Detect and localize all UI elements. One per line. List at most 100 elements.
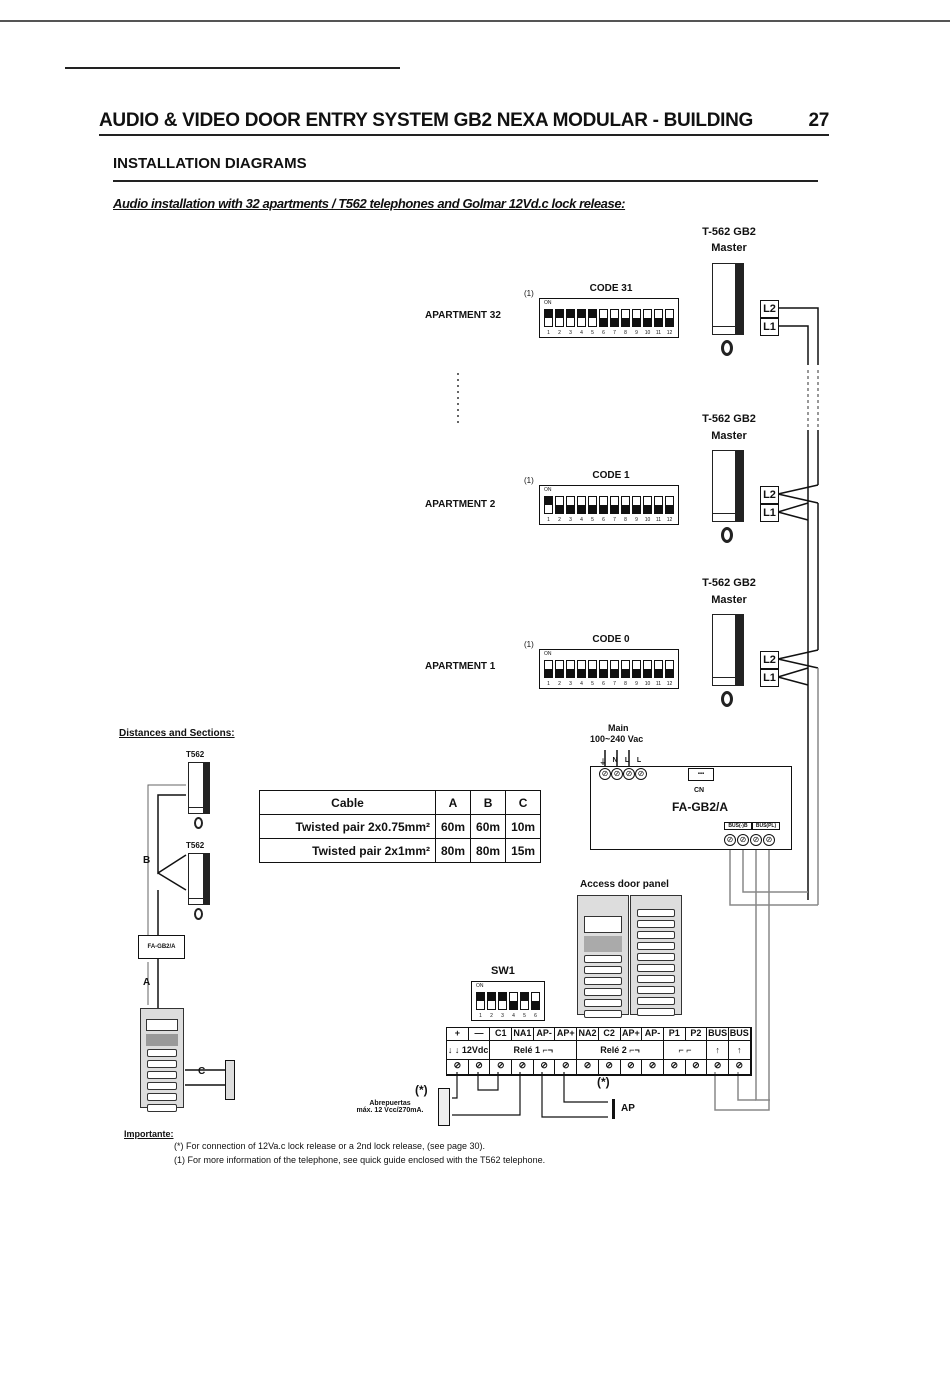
bus-screws: ⊘⊘⊘⊘ (724, 834, 775, 846)
dip-number: 4 (580, 517, 583, 523)
footnote-ref: (1) (524, 289, 534, 298)
terminal-pushbuttons: ⌐ ⌐ (663, 1041, 708, 1060)
cable-type-cell: Twisted pair 2x0.75mm² (259, 814, 436, 839)
header-short-rule (65, 67, 400, 69)
code-label: CODE 0 (592, 634, 630, 645)
terminal-label: AP+ (555, 1028, 578, 1041)
dip-number: 4 (512, 1013, 515, 1019)
handset-cord-icon (721, 691, 733, 707)
header-cell: B (470, 790, 507, 815)
terminal-bus-arrow: ↑ (707, 1041, 729, 1060)
dip-switch-lever (610, 660, 619, 678)
mains-terminals: ⏚ N L L (597, 757, 645, 767)
dip-number: 2 (558, 681, 561, 687)
segment-c-label: C (198, 1066, 206, 1077)
mains-voltage: 100~240 Vac (590, 734, 644, 744)
apartment-label: APARTMENT 2 (425, 499, 496, 510)
dip-switch-lever (599, 660, 608, 678)
notes: Importante: (*) For connection of 12Va.c… (124, 1129, 545, 1167)
door-panel-module-icon (577, 895, 629, 1018)
dip-number: 6 (534, 1013, 537, 1019)
dip-switch-lever (588, 309, 597, 327)
note-item: (*) For connection of 12Va.c lock releas… (174, 1139, 545, 1153)
dip-number: 4 (580, 330, 583, 336)
dip-number: 7 (613, 330, 616, 336)
cn-connector: ▪▪▪ (688, 768, 714, 781)
dip-switch-lever (544, 660, 553, 678)
dip-number: 1 (547, 681, 550, 687)
page-title: AUDIO & VIDEO DOOR ENTRY SYSTEM GB2 NEXA… (99, 110, 754, 131)
lock-release-icon (438, 1088, 450, 1126)
dip-number: 1 (547, 330, 550, 336)
header-cell: C (505, 790, 542, 815)
header-cell: A (434, 790, 472, 815)
terminal-label: — (468, 1028, 491, 1041)
dip-switch-lever (654, 309, 663, 327)
terminal-l1: L1 (760, 669, 779, 687)
screw-icon: ⊘ (620, 1060, 643, 1075)
screw-icon: ⊘ (512, 1060, 534, 1075)
dip-switch-lever (621, 660, 630, 678)
distance-cell: 10m (505, 814, 542, 839)
handset-cord-icon (194, 817, 203, 829)
page-header: AUDIO & VIDEO DOOR ENTRY SYSTEM GB2 NEXA… (99, 110, 829, 136)
dip-switch-lever (621, 496, 630, 514)
terminal-l1: L1 (760, 318, 779, 336)
dip-number: 3 (569, 330, 572, 336)
terminal-l2: L2 (760, 486, 779, 504)
segment-b-label: B (143, 855, 151, 866)
lock-release-mini-icon (225, 1060, 235, 1100)
screw-icon: ⊘ (763, 834, 775, 846)
dip-number: 12 (666, 681, 673, 687)
dip-switch-lever (566, 309, 575, 327)
dip-switch-lever (577, 660, 586, 678)
dip-switch-lever (632, 496, 641, 514)
dip-number: 11 (655, 330, 662, 336)
distance-cell: 80m (470, 838, 507, 863)
terminal-label: AP- (533, 1028, 556, 1041)
terminal-label: AP- (642, 1028, 664, 1041)
screw-icon: ⊘ (728, 1060, 751, 1075)
dip-number: 8 (624, 330, 627, 336)
dip-switch-lever (577, 496, 586, 514)
screw-icon: ⊘ (599, 768, 611, 780)
dip-switch-lever (476, 992, 485, 1010)
dip-switch-lever (566, 660, 575, 678)
terminal-l2: L2 (760, 651, 779, 669)
screw-icon: ⊘ (642, 1060, 664, 1075)
telephone-icon (712, 614, 744, 686)
distance-cell: 80m (434, 838, 472, 863)
terminal-label: P1 (663, 1028, 686, 1041)
screw-icon: ⊘ (611, 768, 623, 780)
code-label: CODE 31 (589, 283, 633, 294)
dip-switch-lever (498, 992, 507, 1010)
earth-terminal-label: ⏚ (599, 759, 607, 766)
door-panel-label: Access door panel (580, 879, 669, 890)
dip-number: 1 (479, 1013, 482, 1019)
line-terminal-label: L (636, 757, 642, 764)
terminal-label: + (447, 1028, 469, 1041)
dip-switch-lever (599, 309, 608, 327)
terminal-relay2: Relé 2 ⌐¬ (577, 1041, 664, 1060)
dip-switch-lever (588, 496, 597, 514)
dip-switch-lever (643, 660, 652, 678)
terminal-label: BUS (707, 1028, 729, 1041)
distances-heading: Distances and Sections: (119, 728, 235, 739)
dip-switch-lever (643, 496, 652, 514)
riser-wires (777, 307, 819, 905)
dip-switch-lever (621, 309, 630, 327)
terminal-label: BUS (728, 1028, 751, 1041)
dip-switch-lever (610, 496, 619, 514)
note-text: For more information of the telephone, s… (187, 1155, 546, 1165)
dip-switch-lever (665, 309, 674, 327)
dip-switch-lever (632, 660, 641, 678)
section-heading: INSTALLATION DIAGRAMS (113, 155, 818, 182)
code-label: CODE 1 (592, 470, 630, 481)
dip-number: 11 (655, 517, 662, 523)
